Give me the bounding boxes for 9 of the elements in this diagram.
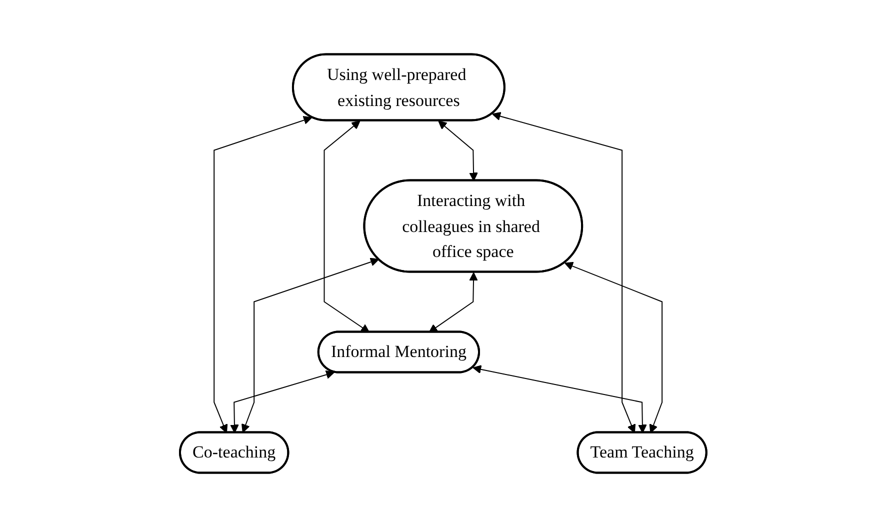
- arrow: [242, 258, 380, 433]
- arrow: [438, 120, 478, 182]
- arrow: [564, 262, 663, 434]
- arrow: [472, 365, 648, 434]
- arrow: [214, 116, 312, 434]
- arrow: [324, 120, 370, 333]
- arrow: [429, 272, 478, 333]
- arrow: [230, 370, 335, 434]
- arrow: [492, 112, 636, 434]
